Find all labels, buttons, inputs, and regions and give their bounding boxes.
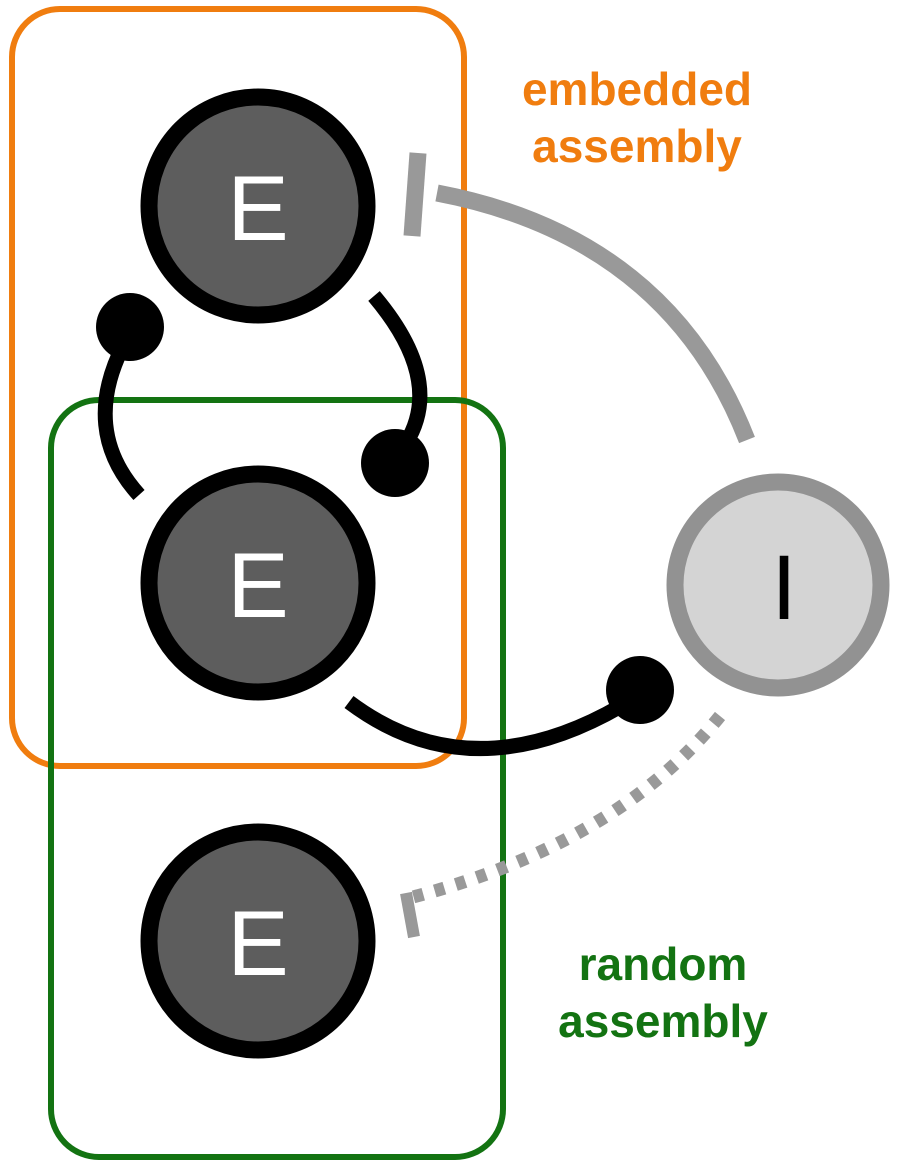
e-node-top-label: E (227, 158, 288, 260)
excitatory-edge-e-top-to-e-middle (368, 291, 428, 447)
excitatory-edge-e-middle-to-i (344, 696, 625, 756)
e-node-top-circle (140, 88, 376, 324)
e-node-top: E (140, 88, 376, 324)
inhibitory-edge-i-to-e-top (435, 184, 755, 444)
embedded-assembly-label-line2: assembly (532, 120, 742, 172)
i-node-label: I (771, 537, 797, 639)
excitatory-synapse-e-top (96, 293, 164, 361)
embedded-assembly-box (9, 6, 467, 769)
excitatory-edge-e-middle-to-e-top (97, 340, 145, 501)
random-assembly-label-line2: assembly (558, 995, 768, 1047)
e-node-middle: E (140, 465, 376, 701)
e-node-bottom: E (140, 823, 376, 1059)
e-node-middle-label: E (227, 535, 288, 637)
i-node: I (666, 473, 890, 697)
i-node-circle (666, 473, 890, 697)
random-assembly-box (48, 397, 506, 1160)
e-node-bottom-circle (140, 823, 376, 1059)
excitatory-synapse-i (606, 656, 674, 724)
e-node-bottom-label: E (227, 893, 288, 995)
e-node-middle-circle (140, 465, 376, 701)
random-assembly-label-line1: random (579, 938, 748, 990)
embedded-assembly-label-line1: embedded (522, 63, 752, 115)
excitatory-synapse-e-middle (361, 429, 429, 497)
inhibitory-bar-e-top (403, 152, 427, 237)
inhibitory-bar-e-bottom (400, 891, 420, 939)
